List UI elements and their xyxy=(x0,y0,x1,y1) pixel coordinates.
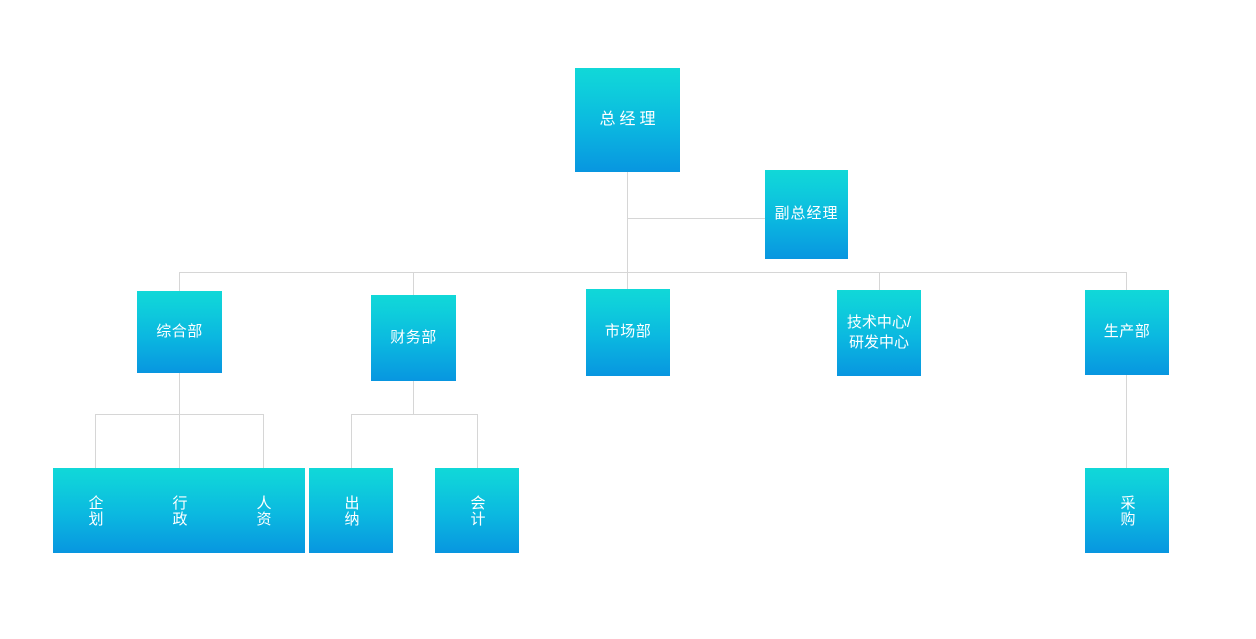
connector-finance-stem xyxy=(413,381,414,414)
connector-drop-administration xyxy=(179,414,180,469)
connector-drop-purchasing xyxy=(1126,374,1127,469)
node-label-production: 生产部 xyxy=(1103,323,1151,341)
node-label-administration: 行政 xyxy=(170,494,188,527)
connector-general-affairs-stem xyxy=(179,373,180,414)
connector-drop-accounting xyxy=(477,414,478,469)
connector-gm-spine xyxy=(627,172,628,273)
connector-drop-planning xyxy=(95,414,96,469)
node-accounting[interactable]: 会计 xyxy=(435,468,519,553)
node-label-human-resources: 人资 xyxy=(254,494,272,527)
node-label-finance: 财务部 xyxy=(390,328,437,346)
connector-drop-cashier xyxy=(351,414,352,469)
connector-drop-finance xyxy=(413,272,414,296)
node-label-accounting: 会计 xyxy=(468,494,486,527)
connector-finance-bus xyxy=(351,414,477,415)
node-administration[interactable]: 行政 xyxy=(137,468,221,553)
node-label-purchasing: 采购 xyxy=(1118,494,1136,527)
node-purchasing[interactable]: 采购 xyxy=(1085,468,1169,553)
connector-drop-tech-center xyxy=(879,272,880,291)
node-label-tech-center: 技术中心/ 研发中心 xyxy=(846,313,912,351)
node-production[interactable]: 生产部 xyxy=(1085,290,1169,375)
node-general-manager[interactable]: 总经理 xyxy=(575,68,680,172)
node-human-resources[interactable]: 人资 xyxy=(221,468,305,553)
node-label-general-affairs: 综合部 xyxy=(156,322,203,340)
node-planning[interactable]: 企划 xyxy=(53,468,137,553)
node-label-cashier: 出纳 xyxy=(342,494,360,527)
connector-drop-production xyxy=(1126,272,1127,291)
node-label-general-manager: 总经理 xyxy=(599,111,660,128)
node-deputy-general-manager[interactable]: 副总经理 xyxy=(765,170,848,259)
connector-drop-marketing xyxy=(627,272,628,290)
node-cashier[interactable]: 出纳 xyxy=(309,468,393,553)
connector-drop-general-affairs xyxy=(179,272,180,292)
node-label-planning: 企划 xyxy=(86,494,104,527)
connector-drop-human-resources xyxy=(263,414,264,469)
node-finance[interactable]: 财务部 xyxy=(371,295,456,381)
node-label-deputy-general-manager: 副总经理 xyxy=(774,205,839,223)
node-general-affairs[interactable]: 综合部 xyxy=(137,291,222,373)
connector-department-bus xyxy=(179,272,1127,273)
node-marketing[interactable]: 市场部 xyxy=(586,289,670,376)
connector-gm-to-deputy xyxy=(627,218,765,219)
node-label-marketing: 市场部 xyxy=(604,323,652,341)
node-tech-center[interactable]: 技术中心/ 研发中心 xyxy=(837,290,921,376)
